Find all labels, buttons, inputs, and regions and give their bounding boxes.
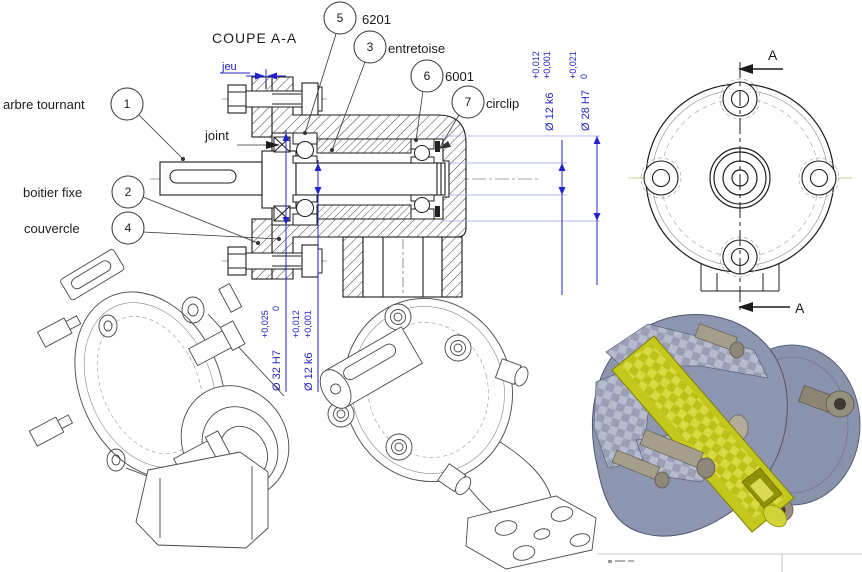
label-boitier-fixe: boitier fixe	[23, 185, 82, 200]
iso-view-assembled	[28, 249, 290, 549]
shaft-stub-iso-left	[60, 249, 125, 301]
bolt-holes	[640, 78, 840, 278]
label-6201: 6201	[362, 12, 391, 27]
bolt-right-top	[797, 384, 855, 418]
shaft-section	[159, 150, 446, 209]
dimension-bottom: Ø 32 H7 +0,025 0 Ø 12 k6 +0,012 +0,001	[260, 130, 322, 392]
shaft-stub-iso-middle	[319, 326, 423, 409]
mounted-bolt-1	[188, 320, 246, 367]
socket-screws	[327, 303, 472, 461]
render-cutaway	[591, 314, 861, 537]
label-jeu: jeu	[221, 61, 237, 73]
dim-12k6-bottom-lower: +0,001	[303, 310, 313, 338]
iso-view-front	[319, 297, 597, 570]
dim-32h7-nominal: Ø 32 H7	[271, 350, 283, 391]
section-view: COUPE A-A	[3, 1, 601, 392]
balloon-2: 2	[125, 185, 132, 199]
balloon-3: 3	[367, 40, 374, 54]
label-couvercle: couvercle	[24, 221, 80, 236]
front-view: A A	[628, 47, 852, 316]
base-block-iso-left	[135, 451, 269, 549]
dim-12k6-bottom-upper: +0,012	[291, 310, 301, 338]
shaft-cut-face	[620, 344, 786, 518]
dim-12k6-right-nominal: Ø 12 k6	[544, 92, 556, 131]
balloons	[110, 1, 485, 245]
balloon-4: 4	[125, 221, 132, 235]
dim-12k6-bottom-nominal: Ø 12 k6	[303, 352, 315, 391]
section-letter-bottom: A	[795, 300, 805, 316]
bearing-6001-section	[410, 138, 435, 220]
hex-bolt-left-1	[36, 315, 82, 348]
balloon-7: 7	[465, 95, 472, 109]
dim-28h7-nominal: Ø 28 H7	[580, 90, 592, 131]
section-arrow-bottom: A	[738, 300, 805, 316]
dim-32h7-lower: 0	[271, 306, 281, 311]
label-entretoise: entretoise	[388, 41, 445, 56]
dim-28h7-upper: +0,021	[568, 51, 578, 79]
section-letter-top: A	[768, 47, 778, 63]
circlip-bottom	[435, 206, 440, 217]
label-arbre-tournant: arbre tournant	[3, 97, 85, 112]
flange-hole-bosses	[98, 296, 205, 472]
dim-12k6-right-lower: +0,001	[542, 51, 552, 79]
label-joint: joint	[204, 128, 229, 143]
section-arrow-top: A	[738, 47, 783, 74]
bolt-top	[222, 79, 330, 116]
joint-leader	[237, 141, 280, 149]
housing-foot	[342, 236, 463, 298]
label-circlip: circlip	[486, 96, 519, 111]
bolt-top-center	[694, 323, 745, 359]
balloon-1: 1	[124, 97, 131, 111]
dimension-right: Ø 12 k6 +0,012 +0,001 Ø 28 H7 +0,021 0	[441, 51, 601, 295]
bearing-6201-section	[292, 132, 318, 226]
side-nuts	[437, 358, 529, 496]
stud-top	[218, 283, 243, 313]
circlip-top	[435, 141, 440, 152]
dim-12k6-right-upper: +0,012	[531, 51, 541, 79]
shaft-end-face	[763, 504, 787, 528]
jeu-dimension: jeu	[220, 61, 286, 83]
shaft-keyway-slot	[750, 478, 774, 502]
label-6001: 6001	[445, 69, 474, 84]
cover-bottom-section	[251, 218, 273, 280]
balloon-6: 6	[424, 69, 431, 83]
dim-28h7-lower: 0	[579, 74, 589, 79]
title-block-edge	[597, 553, 862, 572]
hex-bolt-left-2	[28, 414, 74, 447]
bolt-bottom	[222, 244, 330, 278]
bolt-left-cluster	[611, 429, 716, 489]
balloon-numbers: 1 2 4 5 3 6 7	[124, 11, 472, 235]
base-plate-iso-middle	[465, 495, 597, 570]
section-title: COUPE A-A	[212, 30, 297, 46]
dim-32h7-upper: +0,025	[260, 310, 270, 338]
balloon-5: 5	[337, 11, 344, 25]
spacer-bottom	[316, 204, 412, 220]
